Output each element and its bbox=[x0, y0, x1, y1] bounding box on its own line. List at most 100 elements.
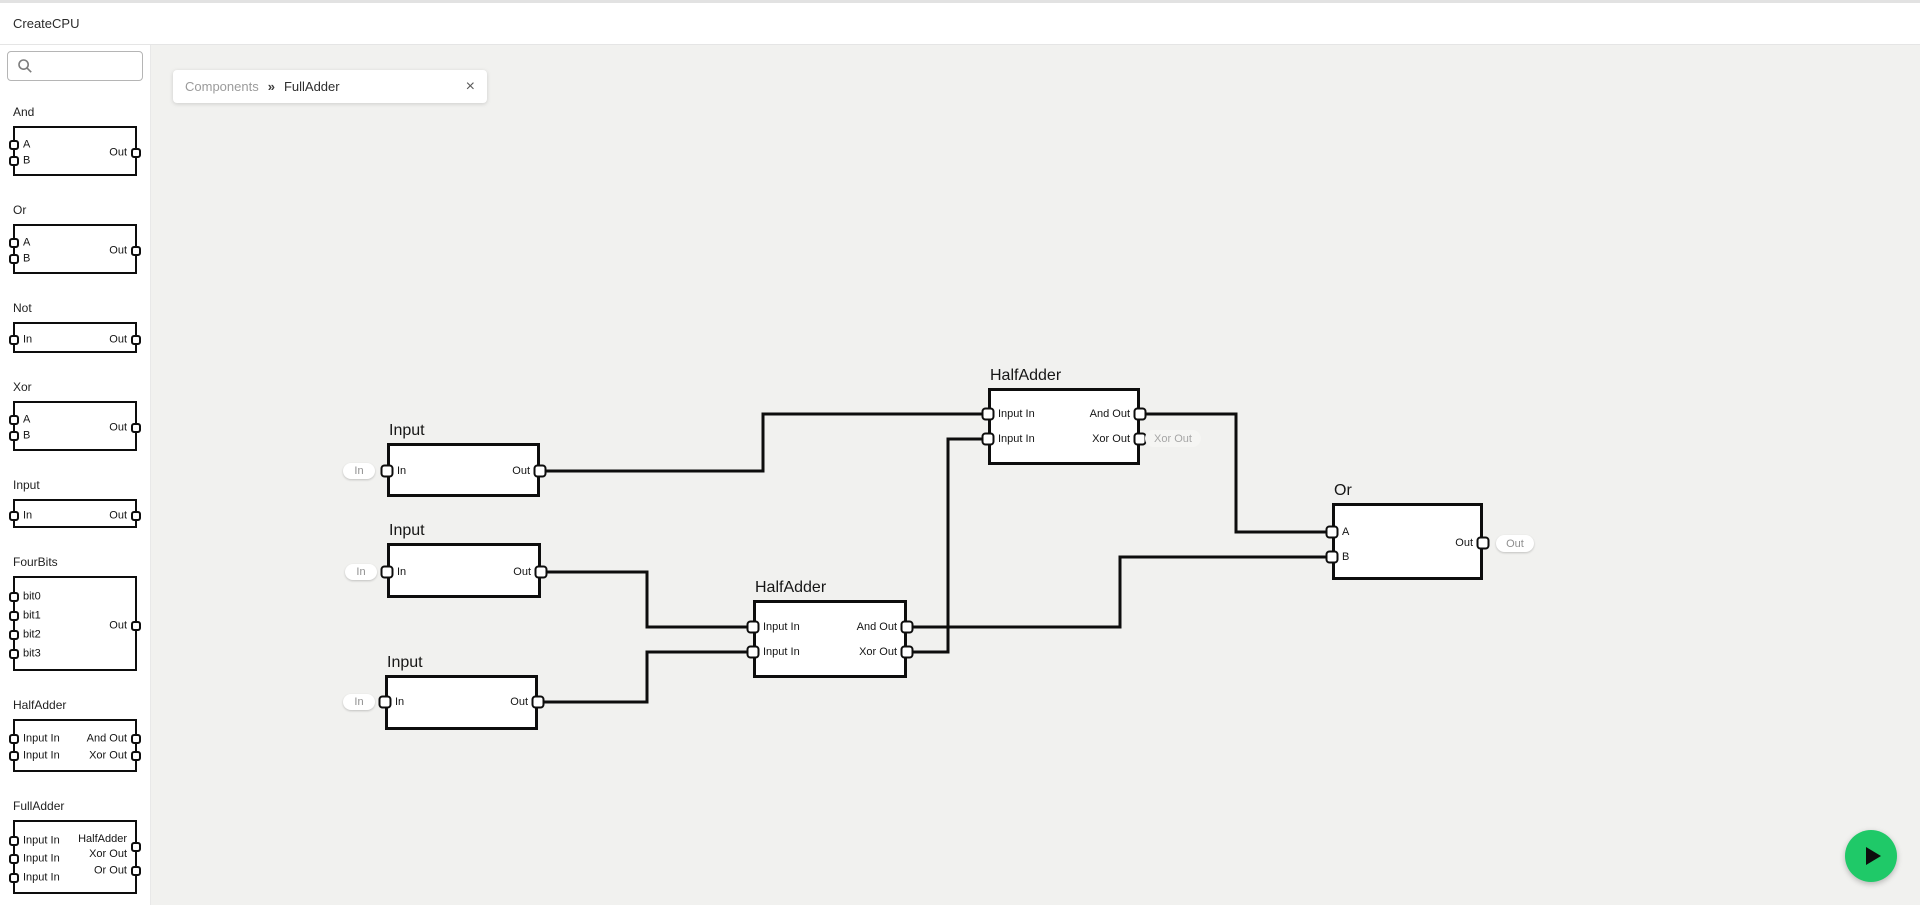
halfadder-bottom-output-port-xor-out[interactable] bbox=[900, 645, 914, 659]
xor-input-port-b-1[interactable] bbox=[9, 431, 19, 442]
xor-input-port-a-0[interactable] bbox=[9, 414, 19, 425]
fourbits-input-port-bit2-2[interactable] bbox=[9, 630, 19, 640]
port-label: bit1 bbox=[23, 609, 41, 622]
or-input-port-a-0[interactable] bbox=[9, 237, 19, 248]
search-box[interactable] bbox=[7, 51, 143, 81]
input-3-output-port-out[interactable] bbox=[531, 695, 545, 709]
input-output-port-out[interactable] bbox=[131, 510, 141, 521]
node-halfadder-bottom[interactable] bbox=[753, 600, 907, 678]
fourbits-input-port-bit1-1[interactable] bbox=[9, 611, 19, 621]
halfadder-top-output-port-and-out[interactable] bbox=[1133, 407, 1147, 421]
or-output-port-out[interactable] bbox=[131, 246, 141, 256]
fulladder-input-port-input-in-0[interactable] bbox=[9, 835, 19, 846]
run-button[interactable] bbox=[1845, 830, 1897, 882]
input-1-input-port-in-0[interactable] bbox=[380, 464, 394, 478]
port-label: B bbox=[1342, 551, 1350, 563]
halfadder-top-input-port-input-in-0[interactable] bbox=[981, 407, 995, 421]
node-input-2[interactable] bbox=[387, 543, 541, 598]
fulladder-input-port-input-in-1[interactable] bbox=[9, 854, 19, 864]
wire-halfadder-top-andout-to-or-1-a[interactable] bbox=[1140, 412, 1332, 534]
node-halfadder-top[interactable] bbox=[988, 388, 1140, 465]
halfadder-input-port-input-in-0[interactable] bbox=[9, 733, 19, 744]
port-label: And Out bbox=[856, 621, 897, 633]
halfadder-output-port-xor-out[interactable] bbox=[131, 751, 141, 762]
pin-pill-in-2[interactable]: In bbox=[343, 694, 375, 710]
or-1-output-port-out[interactable] bbox=[1476, 536, 1490, 550]
port-label: Input In bbox=[23, 852, 60, 865]
not-input-port-in-0[interactable] bbox=[9, 334, 19, 345]
pin-pill-in-1[interactable]: In bbox=[345, 564, 377, 580]
wire-input-3-out-to-halfadder-bottom-inputin2[interactable] bbox=[538, 650, 753, 704]
wire-halfadder-bottom-xorout-to-halfadder-top-inputin2[interactable] bbox=[907, 437, 988, 654]
breadcrumb-components[interactable]: Components bbox=[185, 79, 259, 94]
halfadder-bottom-input-port-input-in-0[interactable] bbox=[746, 620, 760, 634]
wire-input-1-out-to-halfadder-top-inputin1[interactable] bbox=[540, 412, 988, 473]
xor-output-port-out[interactable] bbox=[131, 423, 141, 433]
port-label: Input In bbox=[763, 646, 800, 658]
fulladder-output-port-or-out[interactable] bbox=[131, 866, 141, 877]
port-label: Out bbox=[109, 619, 127, 632]
input-3-title: Input bbox=[387, 654, 423, 671]
sidebar-item-label: Xor bbox=[13, 380, 32, 394]
and-output-port-out[interactable] bbox=[131, 148, 141, 158]
or-input-port-b-1[interactable] bbox=[9, 254, 19, 265]
input-1-output-port-out[interactable] bbox=[533, 464, 547, 478]
input-input-port-in-0[interactable] bbox=[9, 510, 19, 521]
port-label: Out bbox=[513, 566, 531, 578]
not-output-port-out[interactable] bbox=[131, 334, 141, 345]
and-input-port-a-0[interactable] bbox=[9, 139, 19, 150]
close-icon[interactable]: × bbox=[465, 77, 475, 95]
halfadder-bottom-input-port-input-in-1[interactable] bbox=[746, 645, 760, 659]
halfadder-top-input-port-input-in-1[interactable] bbox=[981, 432, 995, 446]
input-2-output-port-out[interactable] bbox=[534, 565, 548, 579]
pin-pill-xor-out-3[interactable]: Xor Out bbox=[1145, 430, 1201, 447]
or-1-title: Or bbox=[1334, 482, 1352, 499]
port-label: A bbox=[23, 413, 31, 426]
fourbits-input-port-bit3-3[interactable] bbox=[9, 649, 19, 659]
pin-pill-out-4[interactable]: Out bbox=[1496, 535, 1534, 552]
and-input-port-b-1[interactable] bbox=[9, 156, 19, 167]
fulladder-input-port-input-in-2[interactable] bbox=[9, 872, 19, 883]
search-input[interactable] bbox=[33, 59, 142, 73]
halfadder-bottom-output-port-and-out[interactable] bbox=[900, 620, 914, 634]
play-icon bbox=[1866, 847, 1881, 865]
halfadder-output-port-and-out[interactable] bbox=[131, 733, 141, 744]
port-label: Out bbox=[1455, 537, 1473, 549]
input-3-input-port-in-0[interactable] bbox=[378, 695, 392, 709]
halfadder-top-title: HalfAdder bbox=[990, 367, 1062, 384]
or-1-input-port-a-0[interactable] bbox=[1325, 525, 1339, 539]
sidebar-item-label: Not bbox=[13, 301, 32, 315]
port-label: Input In bbox=[23, 871, 60, 884]
port-label: And Out bbox=[86, 732, 127, 745]
tab-fulladder[interactable]: Components » FullAdder × bbox=[173, 70, 487, 103]
halfadder-input-port-input-in-1[interactable] bbox=[9, 751, 19, 762]
fourbits-output-port-out[interactable] bbox=[131, 620, 141, 631]
input-2-input-port-in-0[interactable] bbox=[380, 565, 394, 579]
port-label: Out bbox=[512, 465, 530, 477]
pin-pill-in-0[interactable]: In bbox=[343, 463, 375, 479]
wire-input-2-out-to-halfadder-bottom-inputin1[interactable] bbox=[541, 570, 753, 629]
or-1-input-port-b-1[interactable] bbox=[1325, 550, 1339, 564]
fulladder-output-port-halfadder-xor-out[interactable] bbox=[131, 841, 141, 852]
fourbits-input-port-bit0-0[interactable] bbox=[9, 592, 19, 602]
wire-halfadder-bottom-andout-to-or-1-b[interactable] bbox=[907, 555, 1332, 629]
